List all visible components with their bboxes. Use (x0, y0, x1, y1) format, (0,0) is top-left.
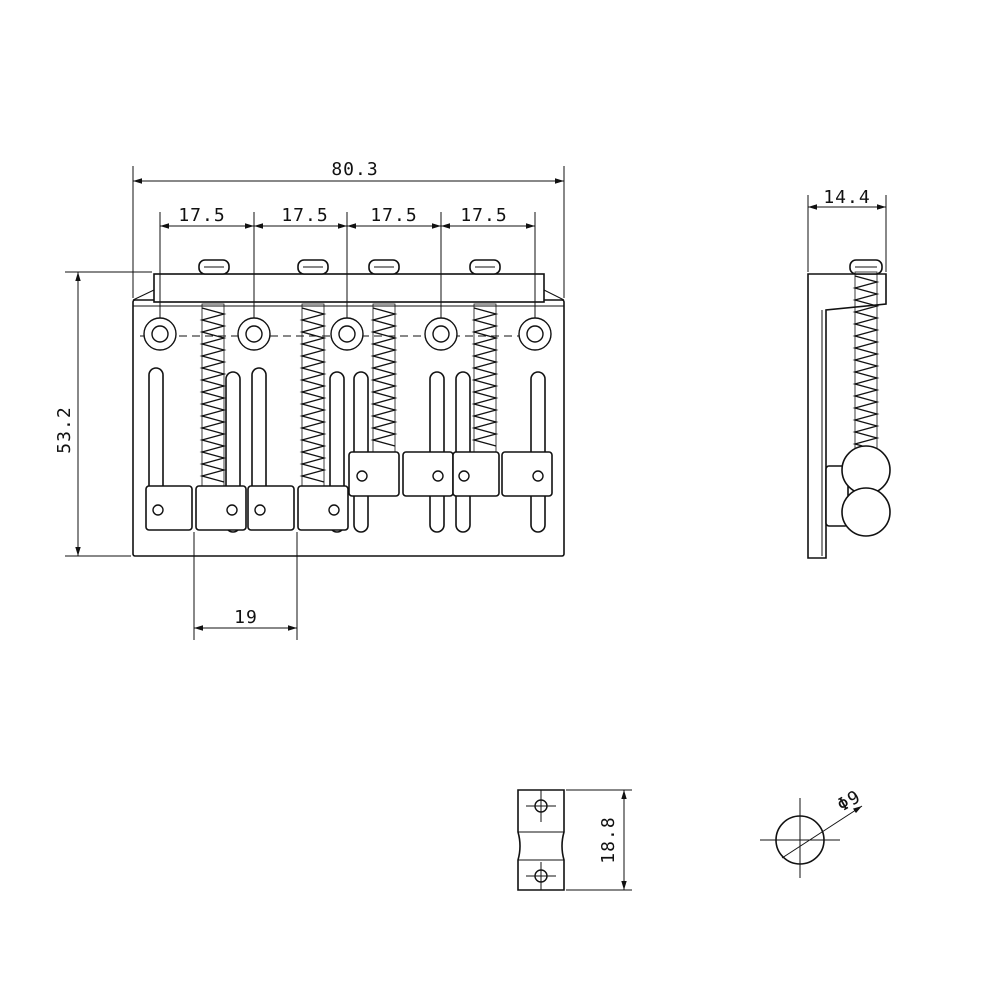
spacing-label-2: 17.5 (281, 205, 328, 226)
dim-saddle-width: 19 (193, 532, 298, 640)
spring-coil (299, 307, 327, 483)
spacing-label-1: 17.5 (178, 205, 225, 226)
roller-detail-view: Φ9 (760, 786, 865, 878)
spring-coil (370, 307, 398, 447)
roller-upper (841, 445, 891, 495)
dim-height: 53.2 (54, 271, 152, 557)
dim-side-depth: 14.4 (807, 187, 887, 272)
spacing-label-3: 17.5 (370, 205, 417, 226)
saddle-width-label: 19 (234, 607, 258, 628)
height-label: 53.2 (54, 406, 75, 453)
saddle-detail-view: 18.8 (517, 789, 632, 891)
screw-heads (198, 259, 501, 275)
mounting-holes (143, 317, 552, 351)
dim-string-spacing: 17.5 17.5 17.5 17.5 (159, 205, 536, 318)
side-view: 14.4 (807, 187, 891, 559)
spring-coil (199, 307, 227, 483)
overall-width-label: 80.3 (331, 159, 378, 180)
front-view: 80.3 17.5 17.5 17.5 17.5 53.2 (54, 159, 565, 640)
dim-overall-width: 80.3 (132, 159, 565, 298)
roller-diameter-label: Φ9 (834, 786, 865, 816)
spring-coil (471, 307, 499, 447)
saddles (145, 451, 553, 531)
saddle-length-label: 18.8 (598, 816, 619, 863)
back-flange (153, 273, 545, 303)
side-depth-label: 14.4 (823, 187, 870, 208)
spacing-label-4: 17.5 (460, 205, 507, 226)
roller-lower (841, 487, 891, 537)
